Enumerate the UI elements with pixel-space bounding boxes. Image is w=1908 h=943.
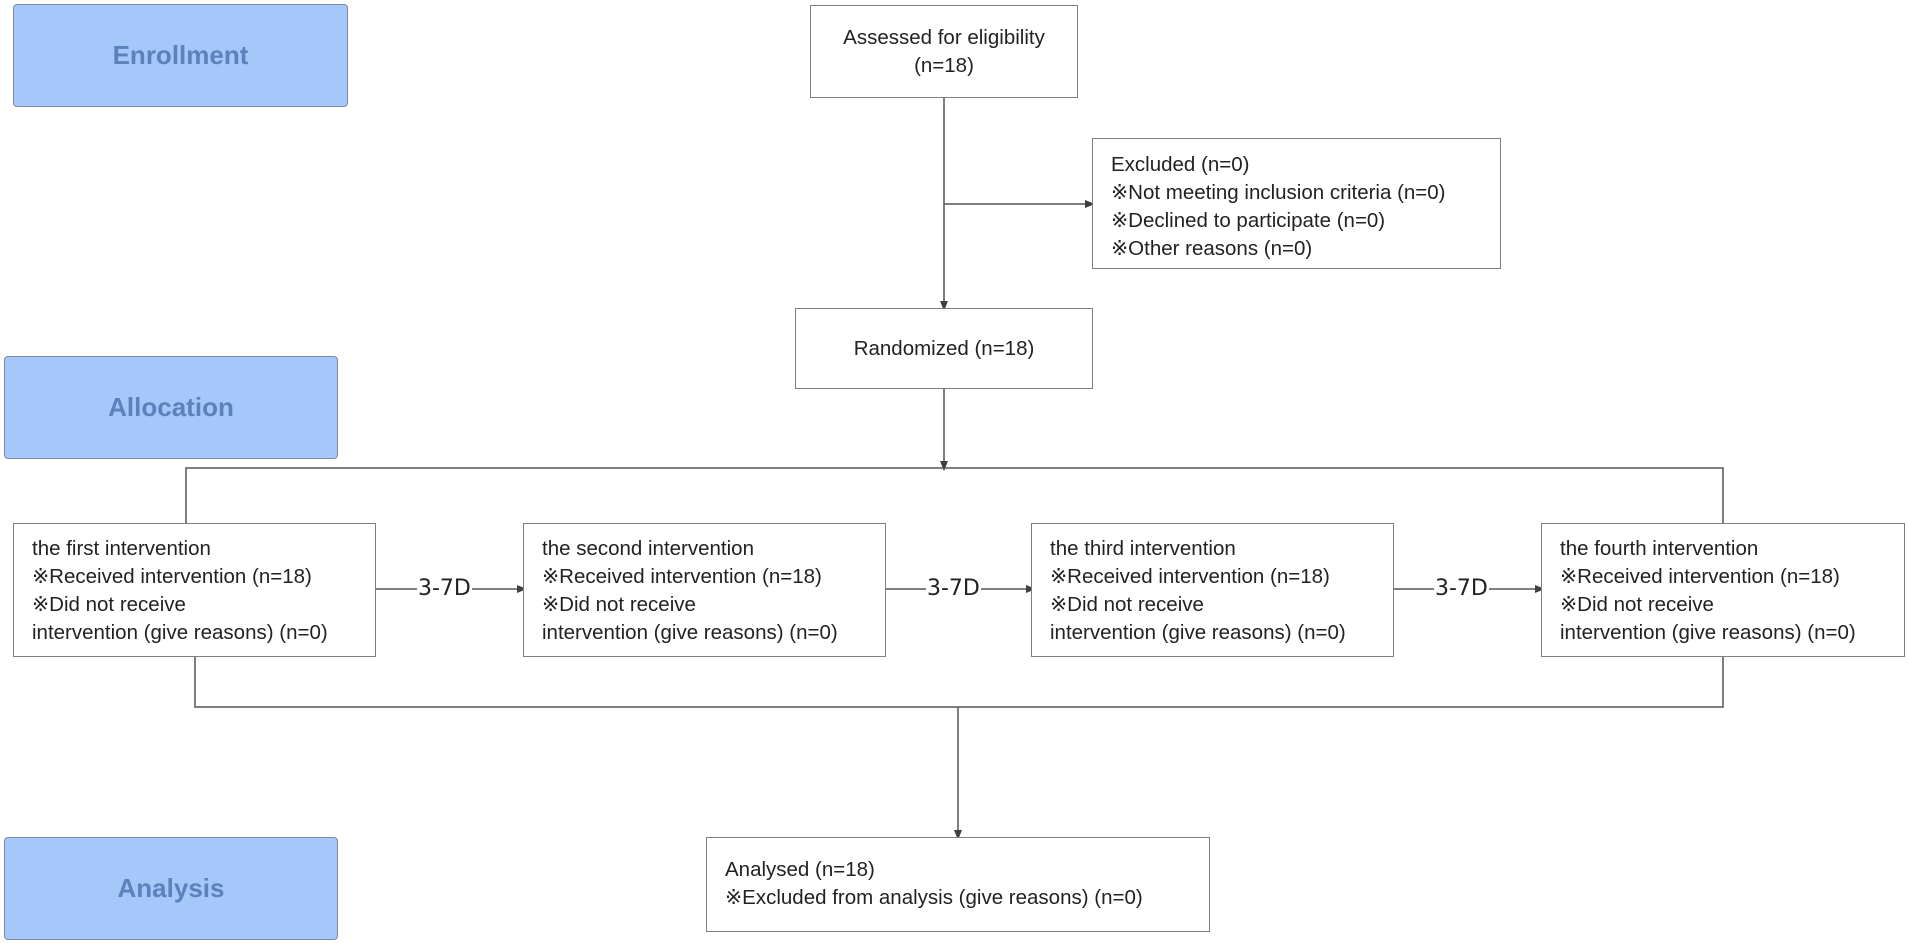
excluded-item: ※Not meeting inclusion criteria (n=0): [1111, 181, 1446, 204]
intervention-not-received-reason: intervention (give reasons) (n=0): [1050, 621, 1346, 644]
excluded-item: ※Other reasons (n=0): [1111, 237, 1313, 260]
intervention-not-received: ※Did not receive: [1050, 593, 1204, 616]
stage-analysis: Analysis: [4, 837, 338, 940]
intervention-title: the first intervention: [32, 537, 211, 560]
intervention-not-received-reason: intervention (give reasons) (n=0): [32, 621, 328, 644]
excluded-item: ※Declined to participate (n=0): [1111, 209, 1386, 232]
analysed-excluded: ※Excluded from analysis (give reasons) (…: [725, 886, 1143, 909]
merge-bracket: [194, 656, 1724, 708]
randomized-label: Randomized (n=18): [853, 336, 1035, 360]
intervention-received: ※Received intervention (n=18): [542, 565, 822, 588]
assessed-box: Assessed for eligibility (n=18): [810, 5, 1078, 98]
intervention-not-received: ※Did not receive: [1560, 593, 1714, 616]
intervention-title: the third intervention: [1050, 537, 1236, 560]
intervention-box-fourth: the fourth intervention ※Received interv…: [1541, 523, 1905, 657]
assessed-label: Assessed for eligibility: [843, 25, 1045, 49]
analysed-box: Analysed (n=18) ※Excluded from analysis …: [706, 837, 1210, 932]
intervention-not-received-reason: intervention (give reasons) (n=0): [1560, 621, 1856, 644]
intervention-title: the fourth intervention: [1560, 537, 1759, 560]
stage-enrollment: Enrollment: [13, 4, 348, 107]
stage-allocation: Allocation: [4, 356, 338, 459]
intervention-not-received: ※Did not receive: [542, 593, 696, 616]
interval-label: 3-7D: [1434, 576, 1489, 602]
analysed-label: Analysed (n=18): [725, 858, 875, 881]
intervention-not-received-reason: intervention (give reasons) (n=0): [542, 621, 838, 644]
randomized-box: Randomized (n=18): [795, 308, 1093, 389]
assessed-count: (n=18): [914, 53, 974, 77]
interval-label: 3-7D: [417, 576, 472, 602]
excluded-box: Excluded (n=0) ※Not meeting inclusion cr…: [1092, 138, 1501, 269]
intervention-received: ※Received intervention (n=18): [32, 565, 312, 588]
intervention-received: ※Received intervention (n=18): [1560, 565, 1840, 588]
excluded-title: Excluded (n=0): [1111, 153, 1250, 176]
intervention-box-second: the second intervention ※Received interv…: [523, 523, 886, 657]
intervention-title: the second intervention: [542, 537, 754, 560]
intervention-received: ※Received intervention (n=18): [1050, 565, 1330, 588]
interval-label: 3-7D: [926, 576, 981, 602]
intervention-box-third: the third intervention ※Received interve…: [1031, 523, 1394, 657]
intervention-not-received: ※Did not receive: [32, 593, 186, 616]
intervention-box-first: the first intervention ※Received interve…: [13, 523, 376, 657]
split-bracket: [185, 467, 1724, 524]
